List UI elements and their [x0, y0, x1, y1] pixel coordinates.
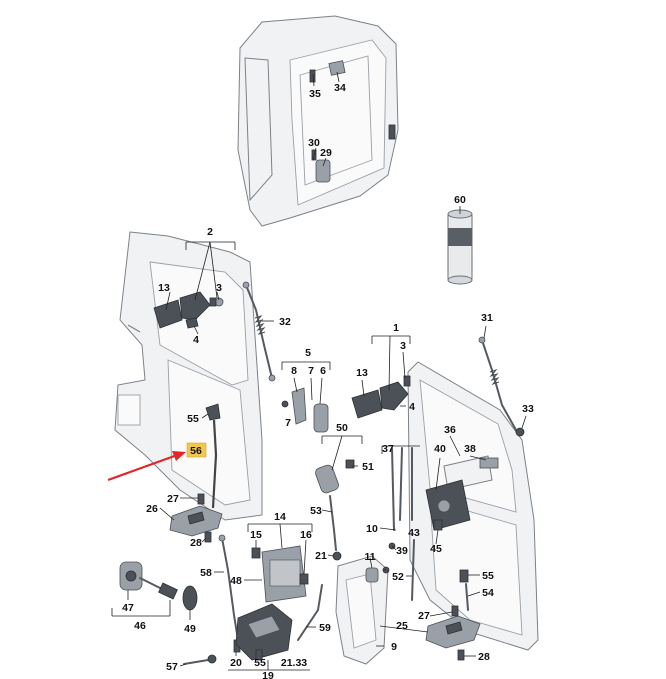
label-29: 29: [320, 147, 332, 159]
label-43: 43: [408, 527, 420, 539]
label-30: 30: [308, 137, 320, 149]
label-38: 38: [464, 443, 476, 455]
label-60: 60: [454, 194, 466, 206]
label-16: 16: [300, 529, 312, 541]
highlight-box: [186, 442, 207, 458]
label-20: 20: [230, 657, 242, 669]
left-sliding-door: [114, 231, 263, 521]
label-53: 53: [310, 505, 322, 517]
label-2: 2: [207, 226, 213, 238]
label-45: 45: [430, 543, 442, 555]
spray-can-icon: [447, 209, 473, 285]
label-4-left: 4: [193, 334, 199, 346]
label-59: 59: [319, 622, 331, 634]
label-57: 57: [166, 661, 178, 673]
label-21: 21: [315, 550, 327, 562]
rear-lock-36: [391, 447, 499, 531]
rod-53: [329, 495, 342, 561]
right-lower-hinge: [425, 605, 481, 661]
label-58: 58: [200, 567, 212, 579]
cable-32: [242, 281, 276, 382]
trim-panel-9: [335, 555, 389, 665]
label-54: 54: [482, 587, 494, 599]
label-13-right: 13: [356, 367, 368, 379]
label-27-right: 27: [418, 610, 430, 622]
label-31: 31: [481, 312, 493, 324]
label-48: 48: [230, 575, 242, 587]
handle-parts-5: [281, 387, 329, 433]
label-8: 8: [291, 365, 297, 377]
label-55-c: 55: [254, 657, 266, 669]
label-21-33: 21.33: [281, 657, 307, 669]
label-49: 49: [184, 623, 196, 635]
label-4-right: 4: [409, 401, 415, 413]
label-34: 34: [334, 82, 346, 94]
label-14: 14: [274, 511, 286, 523]
label-3-right: 3: [400, 340, 406, 352]
left-upper-lock: [153, 291, 224, 329]
label-11: 11: [364, 551, 375, 563]
leader-lines: [111, 71, 527, 671]
label-25: 25: [396, 620, 408, 632]
label-10: 10: [366, 523, 378, 535]
label-47: 47: [122, 602, 134, 614]
label-1: 1: [393, 322, 399, 334]
label-28-right: 28: [478, 651, 490, 663]
handle-50: [315, 459, 355, 494]
roller-assembly: [119, 561, 198, 611]
label-7-a: 7: [308, 365, 314, 377]
label-56: 56: [190, 445, 202, 457]
label-55-b: 55: [482, 570, 494, 582]
striker-55: [459, 569, 469, 611]
label-37: 37: [382, 443, 394, 455]
label-13-left: 13: [158, 282, 170, 294]
label-19: 19: [262, 670, 274, 679]
label-52: 52: [392, 571, 404, 583]
label-5: 5: [305, 347, 311, 359]
central-lock-unit: [235, 603, 293, 661]
label-36: 36: [444, 424, 456, 436]
label-9: 9: [391, 641, 397, 653]
label-33: 33: [522, 403, 534, 415]
right-upper-lock: [351, 375, 411, 419]
part-labels: 35 34 30 29 60 2 13 3 4 32 5 8 7 6 7 1 3…: [122, 82, 534, 679]
lock-rod-56: [205, 403, 221, 509]
control-unit-14: [251, 545, 323, 641]
label-32: 32: [279, 316, 291, 328]
label-55-a: 55: [187, 413, 199, 425]
label-46: 46: [134, 620, 146, 632]
red-arrow-icon: [107, 451, 186, 482]
label-27-left: 27: [167, 493, 179, 505]
label-7-b: 7: [285, 417, 291, 429]
label-28-left: 28: [190, 537, 202, 549]
label-50: 50: [336, 422, 348, 434]
right-rear-door: [407, 361, 539, 651]
left-lower-hinge: [169, 493, 223, 543]
label-40: 40: [434, 443, 446, 455]
label-26: 26: [146, 503, 158, 515]
van-rear-body: [237, 15, 399, 227]
cable-31: [478, 336, 525, 437]
label-39: 39: [396, 545, 408, 557]
label-15: 15: [250, 529, 262, 541]
label-3-left: 3: [216, 282, 222, 294]
label-6: 6: [320, 365, 326, 377]
label-51: 51: [362, 461, 374, 473]
label-35: 35: [309, 88, 321, 100]
